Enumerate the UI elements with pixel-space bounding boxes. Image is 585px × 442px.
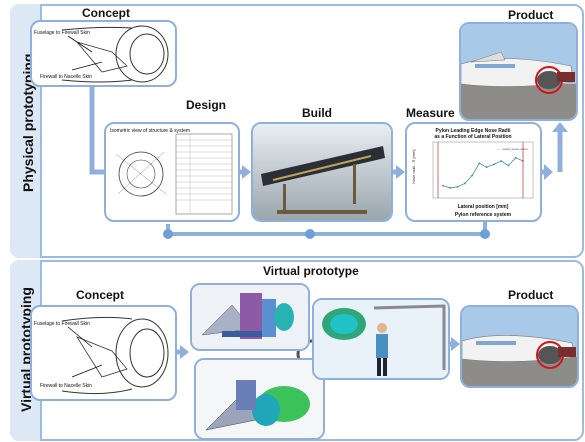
engineer-vr-card xyxy=(312,298,450,380)
physical-concept-card: Fuselage to Firewall Skin Firewall to Na… xyxy=(30,20,177,87)
loop-node-left xyxy=(163,229,173,239)
data-point xyxy=(493,163,495,166)
concept-annot-1: Fuselage to Firewall Skin xyxy=(34,30,90,36)
data-point xyxy=(449,187,452,189)
cad-model-bottom xyxy=(196,360,323,438)
virtual-prototype-header: Virtual prototype xyxy=(263,264,359,278)
physical-concept-title: Concept xyxy=(82,6,130,20)
virtual-concept-card: Fuselage to Firewall Skin Firewall to Na… xyxy=(30,305,177,401)
virtual-aircraft-photo xyxy=(462,307,577,386)
data-point xyxy=(456,185,459,188)
build-rig-photo xyxy=(253,124,391,220)
loop-node-right xyxy=(480,229,490,239)
cad-model-bottom-card xyxy=(194,358,325,440)
virtual-concept-annot-2: Firewall to Nacelle Skin xyxy=(40,383,92,389)
chart-xlabel: Lateral position [mm] xyxy=(458,204,509,210)
data-point xyxy=(471,174,473,177)
physical-product-card xyxy=(459,22,578,121)
design-card: Isometric view of structure & system xyxy=(104,122,240,222)
physical-product-title: Product xyxy=(508,8,554,22)
aircraft-photo xyxy=(461,24,576,119)
chart-title-line2: as a Function of Lateral Position xyxy=(434,134,511,140)
series-line xyxy=(442,157,524,189)
chart-caption: Pylon reference system xyxy=(455,212,512,218)
nacelle-sketch: Fuselage to Firewall Skin Firewall to Na… xyxy=(34,25,169,83)
data-point xyxy=(507,164,510,167)
cad-model-top xyxy=(192,285,308,349)
chart-title-line1: Pylon Leading Edge Nose Radii xyxy=(435,128,511,134)
virtual-product-title: Product xyxy=(508,288,554,302)
engineer-vr-image xyxy=(314,300,448,378)
build-node xyxy=(305,229,315,239)
design-drawing: Isometric view of structure & system xyxy=(110,128,233,215)
data-point xyxy=(485,166,488,169)
virtual-concept-annot-1: Fuselage to Firewall Skin xyxy=(34,321,90,327)
design-title: Design xyxy=(186,98,227,112)
chart-ylabel: Nose radii - R [mm] xyxy=(411,150,416,184)
measure-title: Measure xyxy=(406,106,455,120)
chart-legend: ---- mating spool radius xyxy=(497,147,528,151)
virtual-product-card xyxy=(460,305,579,388)
build-card xyxy=(251,122,393,222)
build-title: Build xyxy=(302,106,332,120)
cad-model-top-card xyxy=(190,283,310,351)
svg-text:Isometric view of structure &: Isometric view of structure & system xyxy=(110,128,190,134)
virtual-concept-title: Concept xyxy=(76,288,124,302)
virtual-nacelle-sketch: Fuselage to Firewall Skin Firewall to Na… xyxy=(34,316,169,395)
data-point xyxy=(500,160,503,162)
data-point xyxy=(514,156,517,159)
data-point xyxy=(463,182,466,185)
concept-annot-2: Firewall to Nacelle Skin xyxy=(40,74,92,80)
measure-chart: Pylon Leading Edge Nose Radii as a Funct… xyxy=(411,128,534,218)
measure-card: Pylon Leading Edge Nose Radii as a Funct… xyxy=(405,122,542,222)
chart-plot-area xyxy=(432,141,534,199)
data-point xyxy=(478,162,481,165)
data-point xyxy=(442,184,444,187)
